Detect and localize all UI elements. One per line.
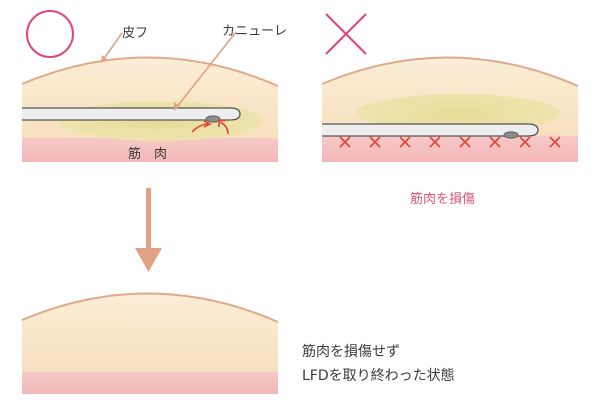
result-caption-line1: 筋肉を損傷せず	[302, 344, 400, 360]
skin-pointer-line	[102, 32, 123, 61]
damage-label: 筋肉を損傷	[410, 192, 476, 207]
cannula-label: カニューレ	[222, 24, 288, 39]
muscle-layer-right	[322, 136, 578, 162]
right-panel	[321, 13, 579, 162]
muscle-layer-result	[22, 372, 278, 394]
down-arrow	[135, 188, 162, 272]
suction-arrow-right	[219, 121, 229, 135]
skin-pointer-arrowhead	[101, 55, 107, 63]
cannula	[22, 107, 241, 121]
skin-outline-right	[321, 56, 579, 87]
cannula-hole-right	[503, 131, 519, 139]
cannula-pointer-arrowhead	[174, 102, 180, 111]
suction-arrowhead-left	[203, 120, 212, 128]
damage-cross-icon	[519, 136, 531, 148]
suction-arrowhead-right	[218, 119, 226, 127]
muscle-label: 筋 肉	[128, 147, 168, 162]
damage-cross-icon	[399, 136, 411, 148]
fat-layer	[57, 101, 263, 141]
damage-cross-icon	[339, 136, 351, 148]
result-panel	[21, 292, 279, 394]
muscle-layer	[22, 138, 278, 162]
left-panel	[21, 10, 279, 162]
muscle-damage-crosses	[339, 136, 561, 148]
skin-outline	[21, 56, 279, 87]
suction-arrow-left	[191, 123, 209, 133]
cannula-right	[322, 123, 539, 137]
damage-cross-icon	[549, 136, 561, 148]
fat-layer-right	[356, 94, 560, 132]
skin-outline-result	[21, 292, 279, 323]
skin-layer-result	[22, 293, 278, 394]
skin-label: 皮フ	[122, 26, 149, 41]
result-caption-line2: LFDを取り終わった状態	[302, 368, 455, 384]
damage-cross-icon	[429, 136, 441, 148]
cannula-hole	[205, 115, 221, 123]
wrong-mark-icon-stroke2	[325, 13, 367, 55]
damage-cross-icon	[369, 136, 381, 148]
correct-mark-icon	[26, 10, 74, 58]
damage-cross-icon	[459, 136, 471, 148]
down-arrow-shaft	[146, 188, 151, 250]
cannula-pointer-line	[175, 31, 237, 109]
down-arrow-head	[135, 248, 162, 272]
damage-cross-icon	[489, 136, 501, 148]
